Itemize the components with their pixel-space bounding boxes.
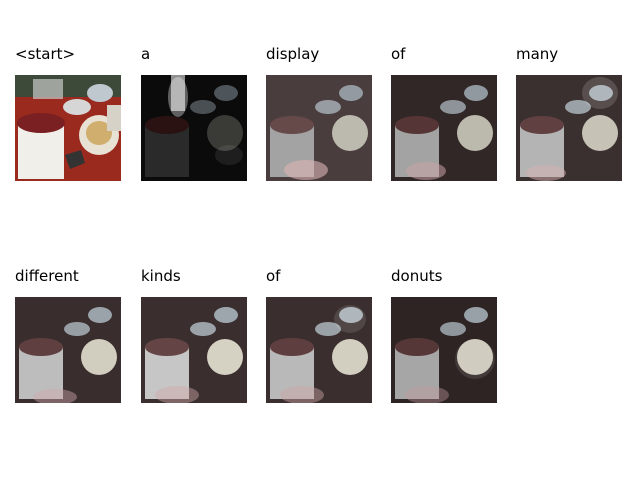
caption-word: a [141,45,151,63]
caption-word: different [15,267,79,285]
attention-map [391,75,497,181]
caption-word: many [516,45,559,63]
caption-word: <start> [15,45,76,63]
attention-map [141,75,247,181]
attention-map [391,297,497,403]
attention-map [266,75,372,181]
caption-word: display [266,45,320,63]
attention-map [141,297,247,403]
caption-word: of [391,45,406,63]
caption-word: of [266,267,281,285]
attention-map [15,297,121,403]
attention-map [266,297,372,403]
caption-word: donuts [391,267,443,285]
attention-map [516,75,622,181]
caption-word: kinds [141,267,181,285]
original-photo [15,75,121,181]
